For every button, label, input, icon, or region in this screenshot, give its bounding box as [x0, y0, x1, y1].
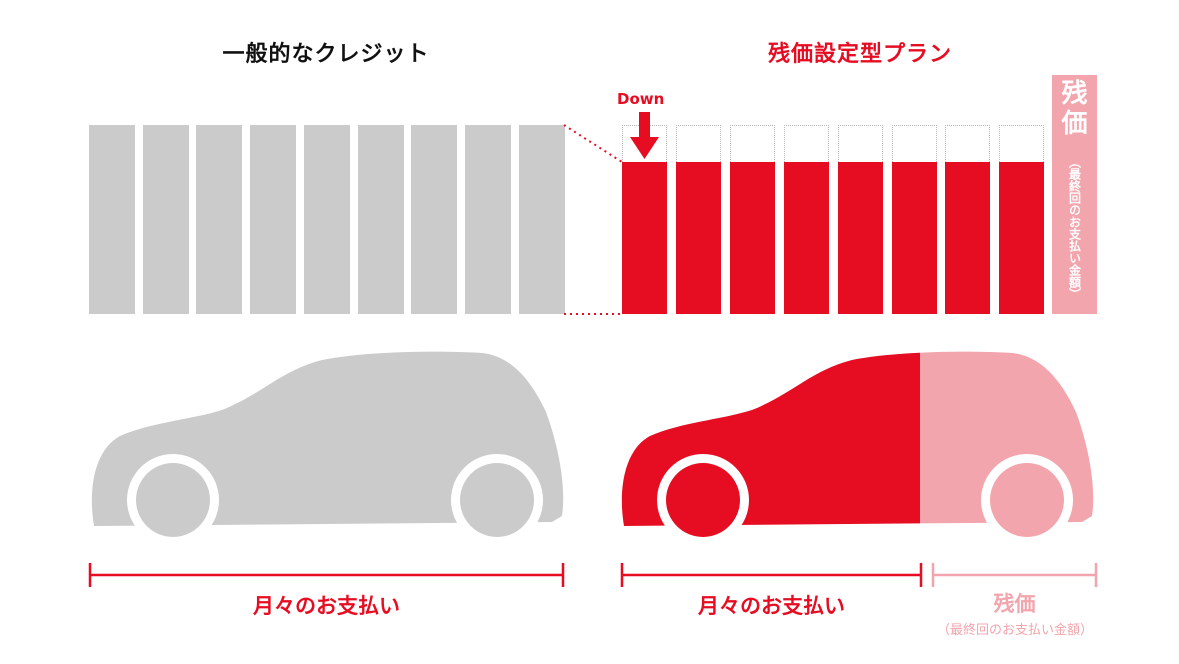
residual-column-title: 残価 [1061, 79, 1088, 139]
payment-bar [518, 125, 565, 314]
reduced-portion-outline [837, 125, 883, 162]
reduced-portion-outline [783, 125, 829, 162]
right-title: 残価設定型プラン [767, 42, 952, 67]
payment-bar [837, 162, 883, 314]
payment-bar [357, 125, 404, 314]
payment-bar [783, 162, 829, 314]
payment-bar [729, 162, 775, 314]
payment-bar [411, 125, 458, 314]
payment-bar [999, 162, 1045, 314]
payment-bar [196, 125, 243, 314]
connector-top [563, 124, 623, 163]
car-left [91, 351, 564, 546]
left-monthly-label: 月々のお支払い [253, 594, 400, 618]
reduced-portion-outline [945, 125, 991, 162]
residual-sub-label: （最終回のお支払い金額） [936, 623, 1093, 638]
car-right-residual [920, 351, 1094, 546]
reduced-portion-outline [675, 125, 721, 162]
down-arrow-icon [630, 112, 659, 159]
payment-bar [675, 162, 721, 314]
payment-bar [250, 125, 297, 314]
bracket-residual [931, 563, 1098, 587]
payment-bar [464, 125, 511, 314]
payment-bar [89, 125, 135, 314]
payment-bar [622, 162, 667, 314]
right-monthly-label: 月々のお支払い [698, 594, 845, 618]
left-title: 一般的なクレジット [222, 42, 430, 67]
payment-bar [142, 125, 189, 314]
down-label: Down [617, 90, 665, 108]
reduced-portion-outline [999, 125, 1045, 162]
residual-column: 残価 （最終回のお支払い金額） [1052, 75, 1097, 314]
bracket-monthly [620, 563, 923, 587]
reduced-portion-outline [891, 125, 937, 162]
payment-bar [303, 125, 350, 314]
bracket-left [88, 563, 565, 587]
payment-bar [945, 162, 991, 314]
residual-column-sub: （最終回のお支払い金額） [1067, 155, 1082, 300]
car-right-monthly [621, 351, 920, 546]
reduced-portion-outline [729, 125, 775, 162]
payment-bar [891, 162, 937, 314]
residual-label: 残価 [993, 592, 1036, 616]
